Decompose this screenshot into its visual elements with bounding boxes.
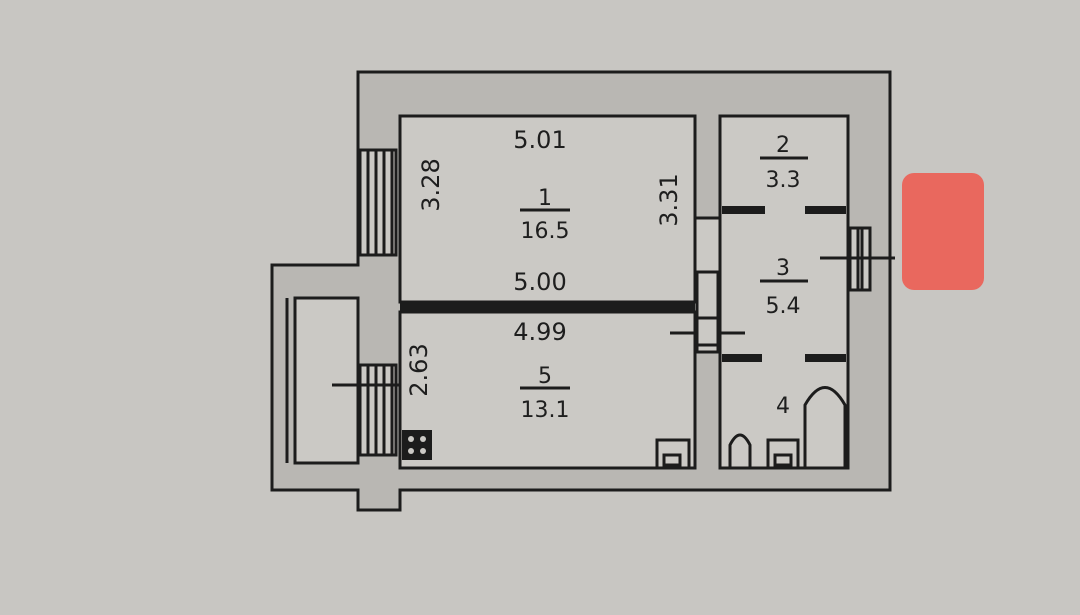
room5-area: 13.1: [521, 398, 570, 423]
stove-icon: [402, 430, 432, 460]
dimension-room5-left: 2.63: [405, 343, 433, 396]
dimension-room1-right: 3.31: [655, 173, 683, 226]
toilet-icon-room5: [655, 438, 691, 470]
door-marks: [670, 206, 846, 362]
room-5: [398, 310, 697, 470]
loggia: [293, 296, 360, 465]
rooms-2-3-4: [718, 114, 850, 470]
red-marker: [902, 173, 984, 290]
toilet-icon: [766, 438, 800, 470]
room3-number: 3: [776, 256, 790, 281]
doorway-corridor: [693, 216, 722, 274]
room1-number: 1: [538, 186, 552, 211]
room2-number: 2: [776, 133, 790, 158]
dimension-room5-top: 4.99: [513, 318, 566, 346]
room1-area: 16.5: [521, 219, 570, 244]
room5-number: 5: [538, 364, 552, 389]
dimension-room1-top: 5.01: [513, 126, 566, 154]
room4-number: 4: [776, 394, 790, 419]
window: [820, 226, 895, 292]
dimension-room1-left: 3.28: [417, 158, 445, 211]
stair-hatching-bottom: [332, 363, 400, 457]
room3-area: 5.4: [766, 294, 801, 319]
room2-area: 3.3: [766, 168, 801, 193]
stair-hatching-top: [358, 148, 398, 257]
bathtub-icon: [803, 386, 847, 468]
sink-icon: [728, 433, 752, 468]
dimension-room1-bottom: 5.00: [513, 268, 566, 296]
